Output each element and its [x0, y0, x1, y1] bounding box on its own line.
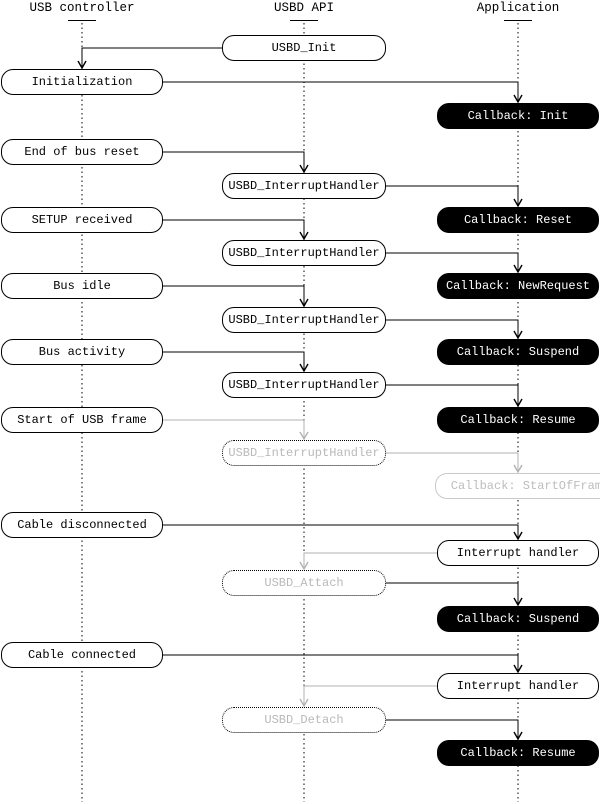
cable-disconnected: Cable disconnected — [1, 512, 163, 538]
arrowhead-12 — [513, 464, 523, 474]
callback-resume-1: Callback: Resume — [437, 407, 599, 433]
arrowhead-1 — [77, 60, 87, 70]
callback-init: Callback: Init — [437, 103, 599, 129]
connector-14 — [303, 552, 437, 569]
connector-16 — [163, 654, 519, 672]
connector-6 — [386, 252, 519, 272]
callback-suspend-1: Callback: Suspend — [437, 339, 599, 365]
interrupt-handler-1: Interrupt handler — [437, 540, 599, 566]
connector-10 — [386, 384, 519, 406]
arrowhead-9 — [299, 363, 309, 373]
initialization: Initialization — [1, 69, 163, 95]
connector-11 — [163, 419, 305, 439]
interrupt-handler-2: Interrupt handler — [437, 673, 599, 699]
arrowhead-16 — [513, 664, 523, 674]
connector-15 — [386, 582, 519, 605]
callback-suspend-2: Callback: Suspend — [437, 606, 599, 632]
arrowhead-3 — [299, 164, 309, 174]
callback-reset: Callback: Reset — [437, 207, 599, 233]
arrowhead-11 — [299, 431, 309, 441]
connector-4 — [386, 185, 519, 206]
end-of-bus-reset: End of bus reset — [1, 139, 163, 165]
usbd-interrupthandler-1: USBD_InterruptHandler — [222, 173, 386, 199]
connector-3 — [163, 151, 305, 172]
callback-resume-2: Callback: Resume — [437, 740, 599, 766]
connector-12 — [386, 452, 519, 472]
usbd-init: USBD_Init — [222, 35, 386, 61]
callback-startofframe: Callback: StartOfFrame — [435, 473, 600, 499]
usbd-detach: USBD_Detach — [222, 707, 386, 733]
connector-17 — [303, 685, 437, 706]
actor-tick-application — [504, 20, 532, 21]
actor-label-usbd-api: USBD API — [273, 1, 335, 15]
cable-connected: Cable connected — [1, 642, 163, 668]
arrowhead-15 — [513, 597, 523, 607]
actor-tick-usb-controller — [68, 20, 96, 21]
connector-13 — [163, 524, 519, 539]
connector-2 — [163, 81, 519, 102]
arrowhead-7 — [299, 298, 309, 308]
connector-5 — [163, 219, 305, 239]
setup-received: SETUP received — [1, 207, 163, 233]
callback-newrequest: Callback: NewRequest — [437, 273, 599, 299]
connector-1 — [81, 47, 222, 68]
arrowhead-6 — [513, 264, 523, 274]
actor-label-usb-controller: USB controller — [29, 1, 135, 15]
arrowhead-14 — [299, 561, 309, 571]
usbd-attach: USBD_Attach — [222, 570, 386, 596]
connector-18 — [386, 719, 519, 739]
usbd-interrupthandler-3: USBD_InterruptHandler — [222, 307, 386, 333]
usbd-interrupthandler-2: USBD_InterruptHandler — [222, 240, 386, 266]
arrowhead-4 — [513, 198, 523, 208]
actor-label-application: Application — [476, 1, 560, 15]
connector-8 — [386, 319, 519, 338]
connector-9 — [163, 351, 305, 371]
start-of-usb-frame: Start of USB frame — [1, 407, 163, 433]
connector-7 — [163, 285, 305, 306]
bus-idle: Bus idle — [1, 273, 163, 299]
arrowhead-5 — [299, 231, 309, 241]
arrowhead-8 — [513, 330, 523, 340]
actor-tick-usbd-api — [290, 20, 318, 21]
arrowhead-10 — [513, 398, 523, 408]
arrowhead-18 — [513, 731, 523, 741]
arrowhead-2 — [513, 94, 523, 104]
usbd-interrupthandler-ghost: USBD_InterruptHandler — [222, 440, 386, 466]
arrowhead-17 — [299, 698, 309, 708]
bus-activity: Bus activity — [1, 339, 163, 365]
usbd-interrupthandler-4: USBD_InterruptHandler — [222, 372, 386, 398]
arrowhead-13 — [513, 531, 523, 541]
